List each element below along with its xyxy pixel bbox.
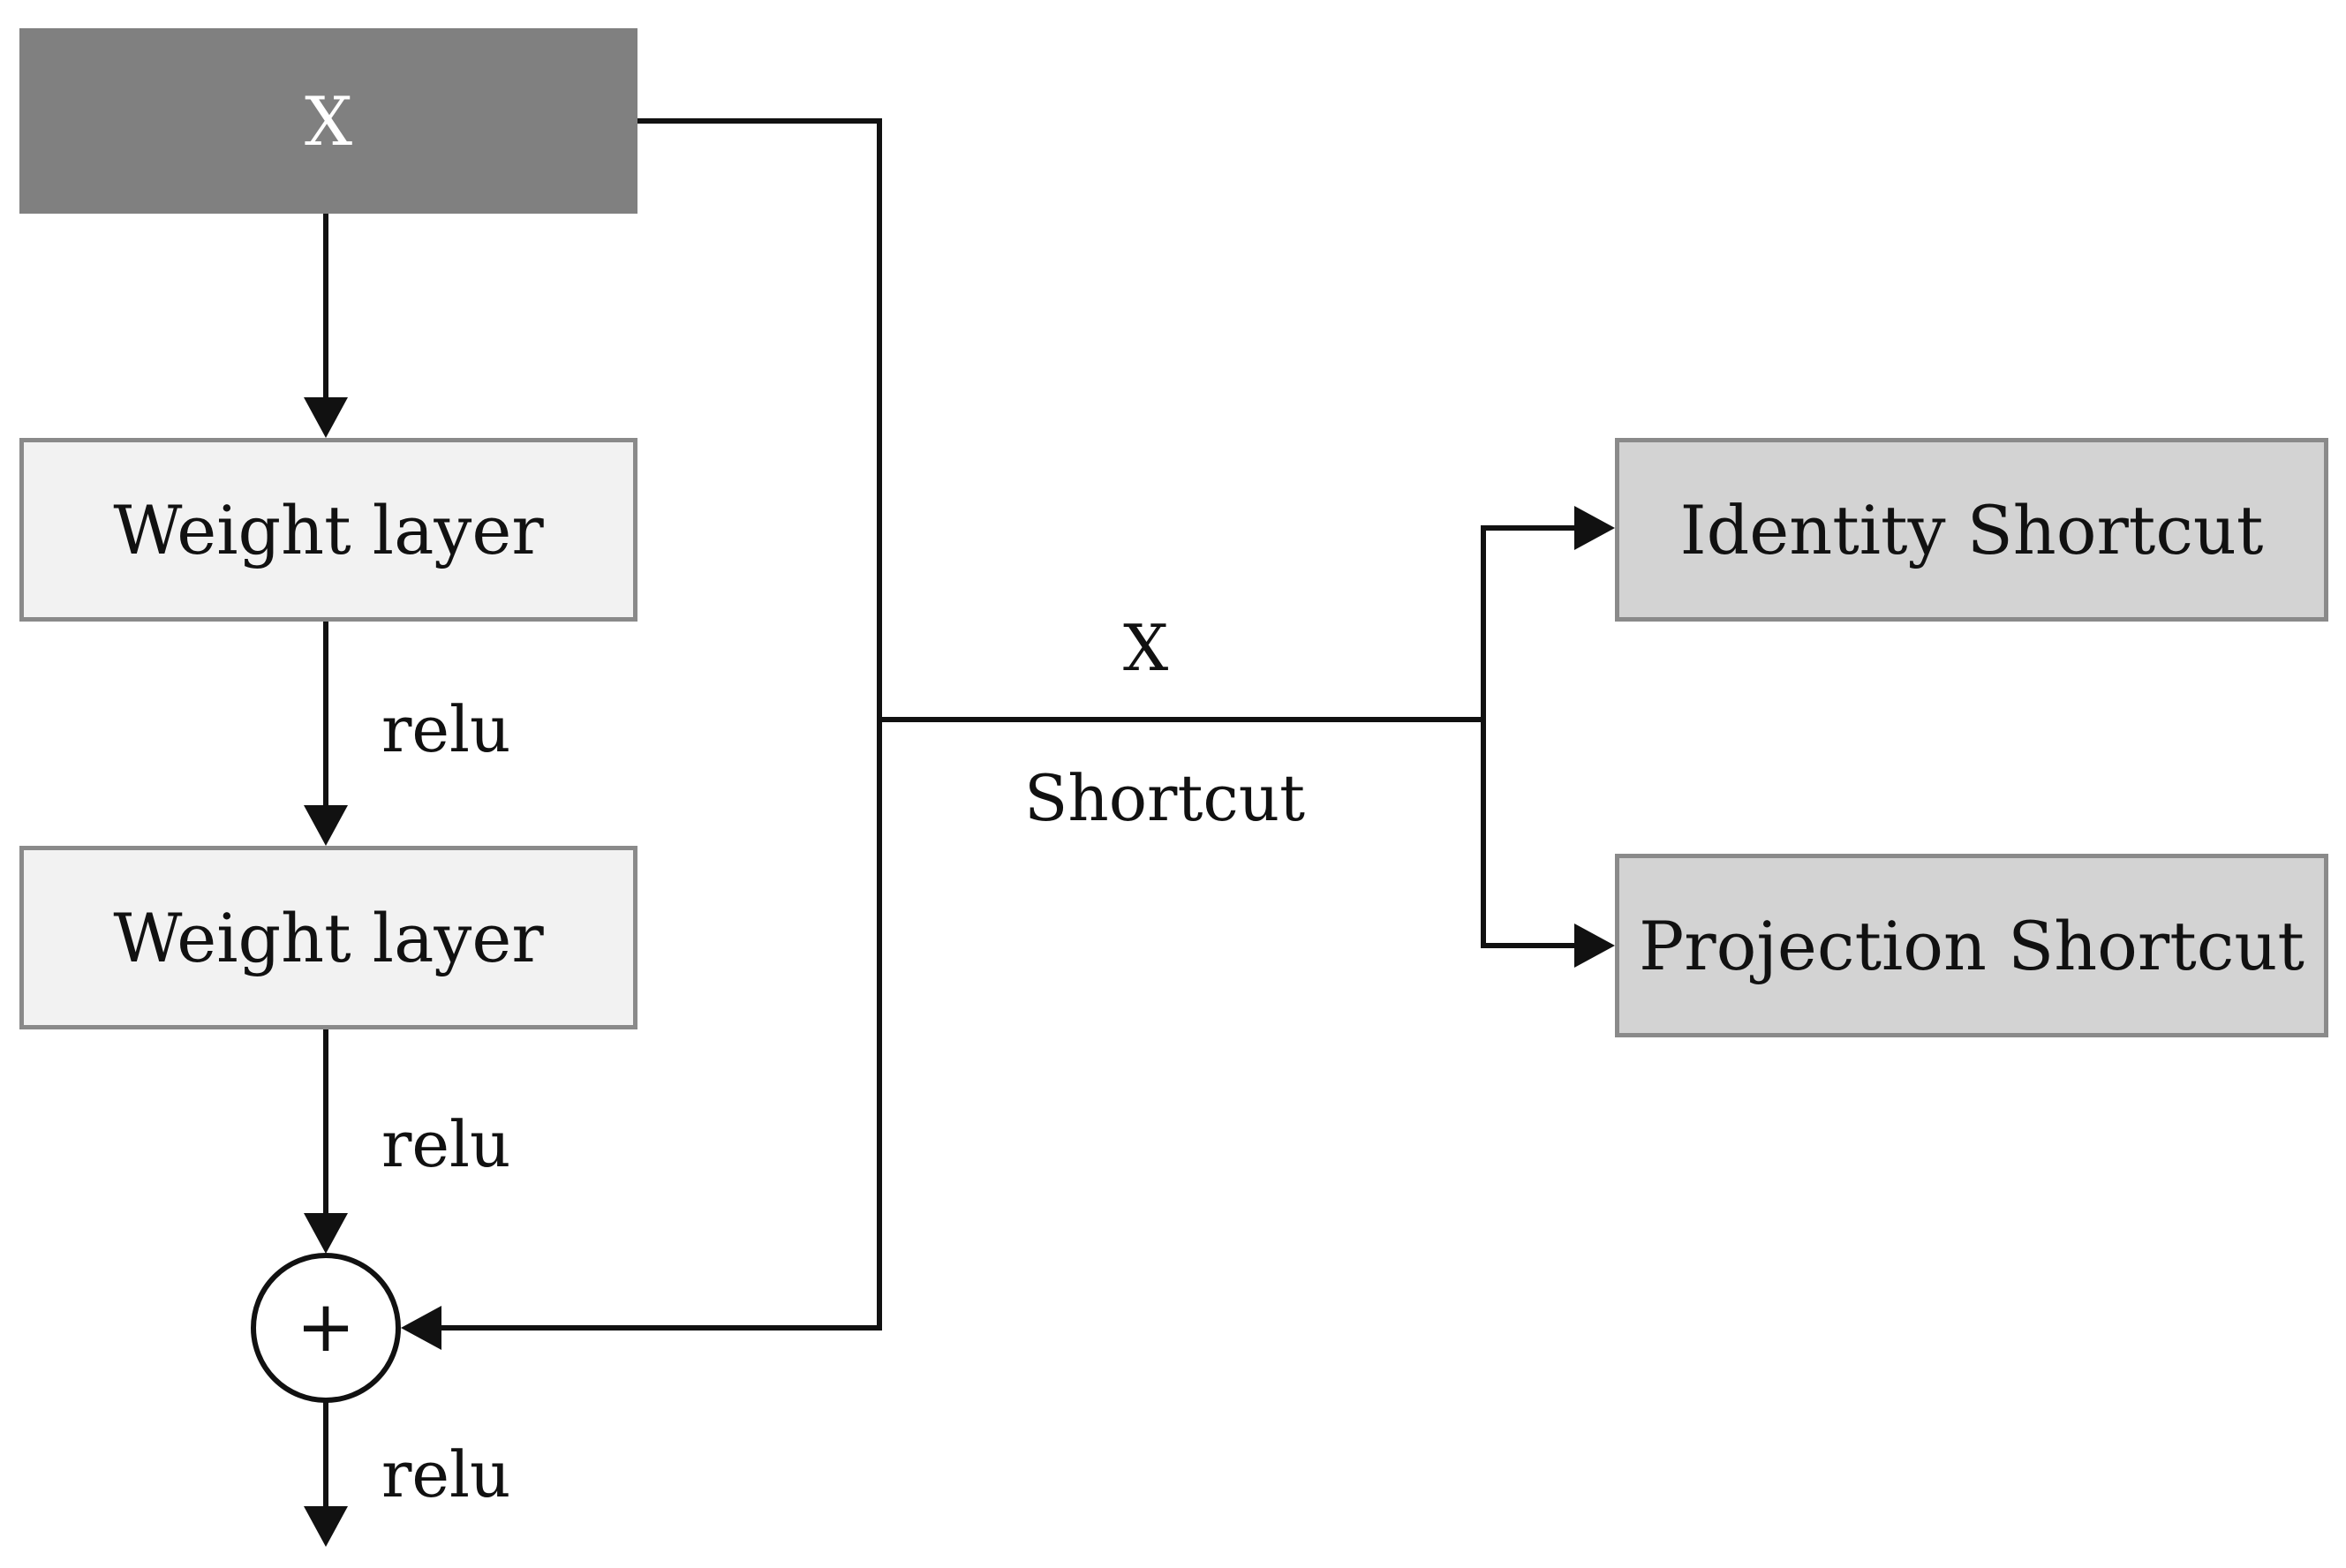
input-x-label: X [304, 81, 353, 161]
projection-shortcut-box: Projection Shortcut [1615, 854, 2328, 1037]
shortcut-x-label: X [1123, 611, 1169, 685]
weight-layer-2: Weight layer [19, 846, 637, 1029]
skip-connection [441, 118, 882, 1331]
add-node [251, 1253, 401, 1403]
weight-layer-1: Weight layer [19, 438, 637, 622]
relu-label-2: relu [381, 1107, 511, 1181]
shortcut-fork [1481, 525, 1574, 948]
identity-shortcut-label: Identity Shortcut [1679, 490, 2264, 569]
identity-shortcut-box: Identity Shortcut [1615, 438, 2328, 622]
relu-label-1: relu [381, 692, 511, 766]
weight-layer-1-label: Weight layer [113, 490, 544, 569]
weight-layer-2-label: Weight layer [113, 898, 544, 977]
relu-label-3: relu [381, 1437, 511, 1511]
projection-shortcut-label: Projection Shortcut [1639, 906, 2305, 985]
add-symbol: + [296, 1285, 355, 1368]
shortcut-label: Shortcut [1024, 761, 1306, 835]
input-x-box: X [19, 28, 637, 214]
